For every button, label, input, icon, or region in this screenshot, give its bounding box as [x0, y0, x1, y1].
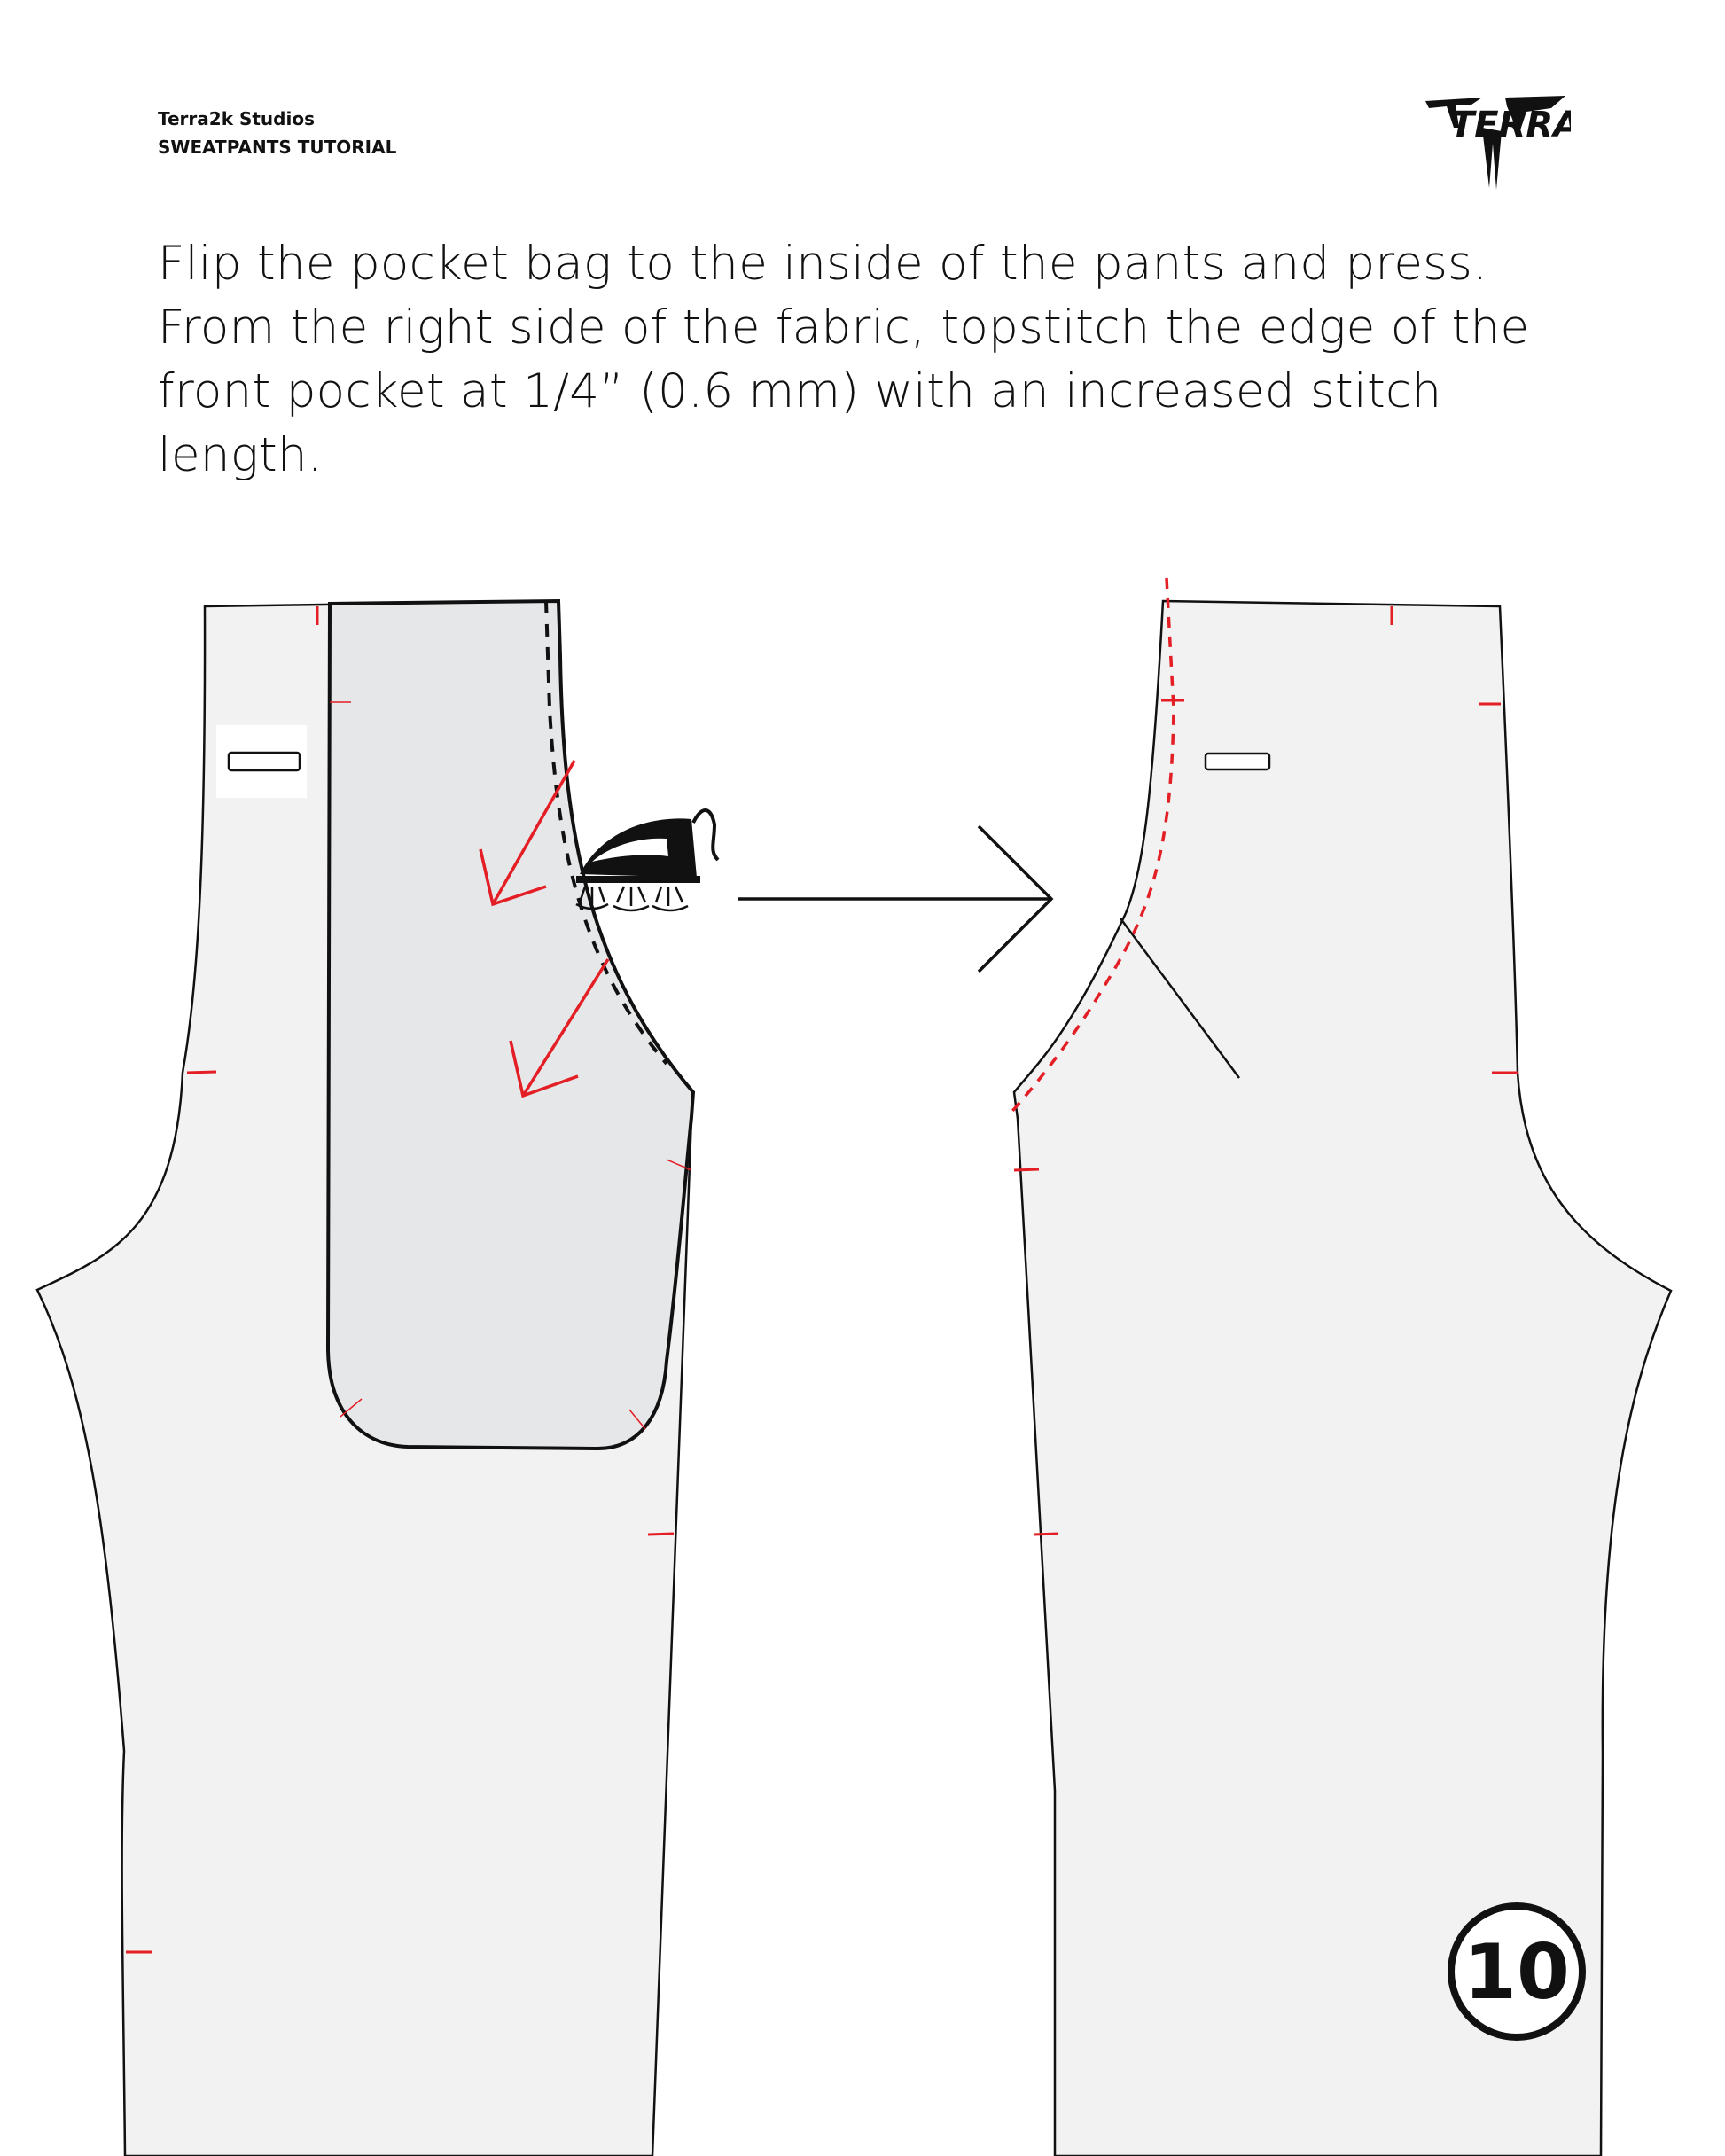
- notches-left: [126, 606, 692, 1954]
- notches-right: [1013, 606, 1518, 1536]
- step-badge: 10: [1448, 1902, 1586, 2041]
- step-number: 10: [1464, 1928, 1570, 2017]
- topstitch-line-red: [1005, 577, 1175, 1119]
- pocket-opening-line: [1119, 918, 1241, 1079]
- pocket-stitch-line: [544, 600, 668, 1066]
- pocket-bag: [325, 598, 696, 1451]
- arrow-right-icon: [738, 824, 1054, 973]
- buttonhole-right: [1204, 752, 1271, 771]
- buttonhole-left: [227, 751, 301, 772]
- terra-logo: TERRA: [1425, 96, 1571, 190]
- instruction-text: Flip the pocket bag to the inside of the…: [158, 237, 1530, 482]
- studio-name: Terra2k Studios: [158, 108, 315, 129]
- logo-text: TERRA: [1450, 105, 1571, 145]
- tutorial-title: SWEATPANTS TUTORIAL: [158, 137, 397, 158]
- brand-block: Terra2k Studios SWEATPANTS TUTORIAL: [158, 105, 396, 161]
- right-pant-panel: [1012, 599, 1673, 2156]
- red-direction-arrow-icon: [479, 760, 610, 1098]
- iron-icon: [575, 808, 720, 912]
